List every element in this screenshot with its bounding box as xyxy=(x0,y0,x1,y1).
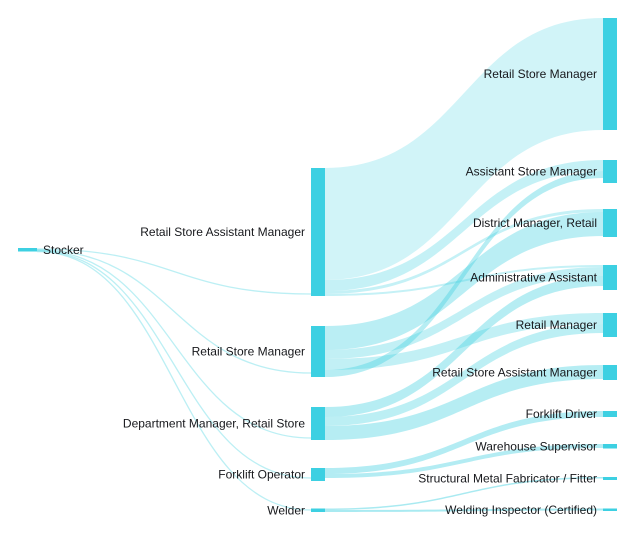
node-label-r-wi: Welding Inspector (Certified) xyxy=(445,503,597,517)
flow-m-rsm-to-r-dmr[interactable] xyxy=(325,212,603,350)
node-r-aa[interactable] xyxy=(603,265,617,290)
flow-m-rsam-to-r-asm[interactable] xyxy=(325,160,603,291)
flow-m-rsam-to-r-rsm[interactable] xyxy=(325,18,603,280)
flow-stocker-to-m-fo[interactable] xyxy=(36,250,312,479)
node-r-fd[interactable] xyxy=(603,411,617,417)
flow-m-rsm-to-r-asm[interactable] xyxy=(325,171,603,377)
node-label-m-fo: Forklift Operator xyxy=(218,468,305,482)
node-r-rsam[interactable] xyxy=(603,365,617,380)
flow-m-rsam-to-r-aa[interactable] xyxy=(325,265,603,296)
node-r-ws[interactable] xyxy=(603,444,617,449)
node-label-r-smf: Structural Metal Fabricator / Fitter xyxy=(418,472,597,486)
node-label-r-rsm: Retail Store Manager xyxy=(484,67,597,81)
node-label-r-aa: Administrative Assistant xyxy=(470,271,597,285)
flow-m-weld-to-r-smf[interactable] xyxy=(325,477,603,510)
node-r-wi[interactable] xyxy=(603,508,617,512)
node-label-r-rm: Retail Manager xyxy=(516,318,597,332)
flow-m-weld-to-r-wi[interactable] xyxy=(325,508,603,513)
flow-m-dm-to-r-rsam[interactable] xyxy=(325,365,603,440)
flow-m-fo-to-r-ws[interactable] xyxy=(325,444,603,478)
flow-stocker-to-m-dm[interactable] xyxy=(36,249,312,439)
node-label-r-fd: Forklift Driver xyxy=(526,407,597,421)
flow-stocker-to-m-rsam[interactable] xyxy=(36,248,312,295)
node-label-m-rsam: Retail Store Assistant Manager xyxy=(140,225,305,239)
node-r-asm[interactable] xyxy=(603,160,617,183)
node-r-rm[interactable] xyxy=(603,313,617,337)
node-m-weld[interactable] xyxy=(311,508,325,513)
flow-m-rsm-to-r-aa[interactable] xyxy=(325,267,603,359)
node-label-r-asm: Assistant Store Manager xyxy=(466,165,597,179)
node-label-m-dm: Department Manager, Retail Store xyxy=(123,417,305,431)
flow-m-dm-to-r-aa[interactable] xyxy=(325,276,603,417)
flow-m-rsam-to-r-dmr[interactable] xyxy=(325,209,603,294)
flow-m-fo-to-r-fd[interactable] xyxy=(325,411,603,474)
node-label-r-rsam: Retail Store Assistant Manager xyxy=(432,366,597,380)
flow-m-rsm-to-r-rm[interactable] xyxy=(325,313,603,370)
node-m-rsm[interactable] xyxy=(311,326,325,377)
node-label-r-dmr: District Manager, Retail xyxy=(473,216,597,230)
node-label-m-rsm: Retail Store Manager xyxy=(192,345,305,359)
node-label-m-weld: Welder xyxy=(267,503,305,517)
sankey-links xyxy=(36,18,603,513)
flow-stocker-to-m-rsm[interactable] xyxy=(36,249,312,374)
node-stocker[interactable] xyxy=(18,248,37,252)
flow-m-dm-to-r-rm[interactable] xyxy=(325,324,603,426)
flow-stocker-to-m-weld[interactable] xyxy=(36,250,312,511)
node-m-rsam[interactable] xyxy=(311,168,325,296)
node-r-smf[interactable] xyxy=(603,477,617,480)
node-label-stocker: Stocker xyxy=(43,243,84,257)
node-label-r-ws: Warehouse Supervisor xyxy=(475,439,597,453)
node-r-rsm[interactable] xyxy=(603,18,617,130)
node-r-dmr[interactable] xyxy=(603,209,617,237)
node-m-fo[interactable] xyxy=(311,468,325,481)
node-m-dm[interactable] xyxy=(311,407,325,440)
